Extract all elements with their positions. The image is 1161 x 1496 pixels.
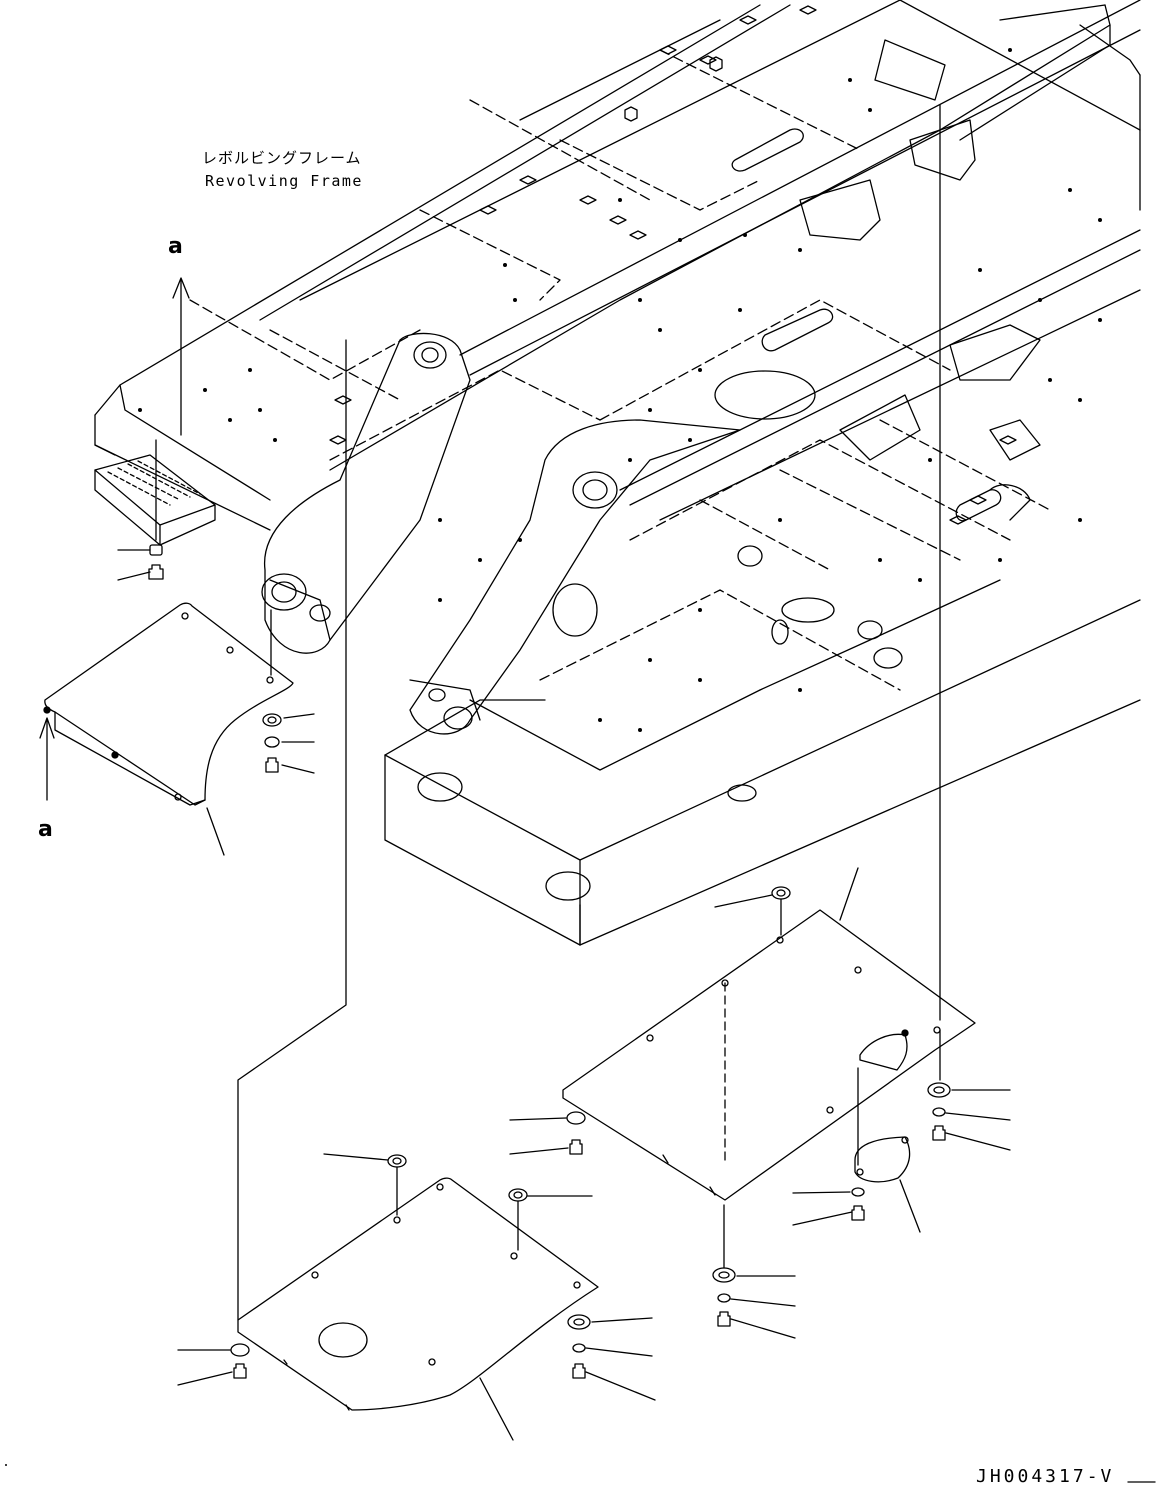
drawing-code: JH004317-V <box>976 1466 1115 1487</box>
reference-label-top: a <box>168 234 183 259</box>
bottom-right-plate <box>563 105 975 1200</box>
fasteners-left-cover <box>118 440 314 773</box>
fasteners-bottom-right-plate <box>510 887 1010 1338</box>
frame-label-japanese: レボルビングフレーム <box>202 149 362 167</box>
bottom-left-plate <box>238 340 598 1440</box>
reference-arrows <box>40 278 189 800</box>
fasteners-bottom-left-plate <box>178 1154 655 1400</box>
revolving-frame <box>95 0 1140 945</box>
frame-label-english: Revolving Frame <box>205 172 363 190</box>
front-left-cover <box>44 603 293 855</box>
small-lid-plate <box>855 1068 920 1232</box>
reference-label-bottom: a <box>38 817 53 842</box>
